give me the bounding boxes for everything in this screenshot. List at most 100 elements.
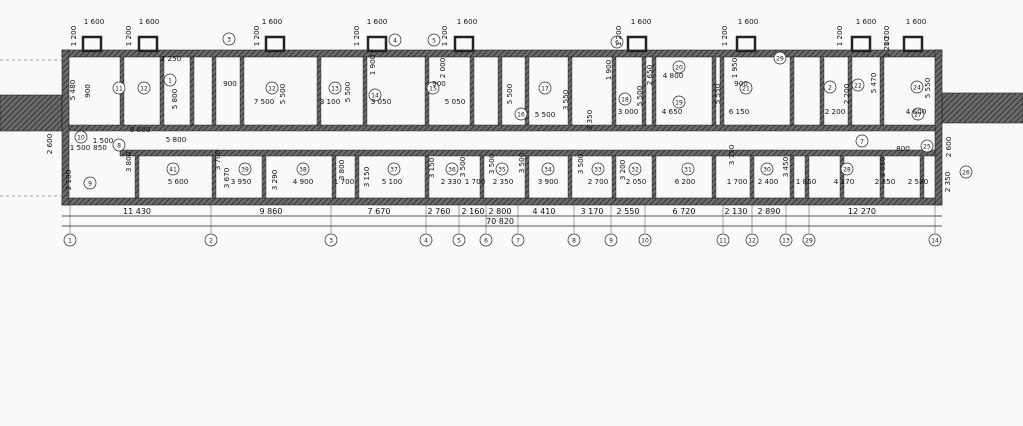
top-dimension: 1 200 bbox=[835, 25, 844, 46]
room-41: 41 bbox=[166, 162, 180, 176]
room-number: 10 bbox=[77, 134, 85, 141]
bottom-dimension: 2 800 bbox=[489, 207, 512, 216]
room-dimension: 3 000 bbox=[618, 107, 639, 116]
room-number: 33 bbox=[594, 166, 602, 173]
lower-partition bbox=[567, 155, 573, 199]
room-number: 9 bbox=[88, 180, 92, 187]
room-21: 21 bbox=[739, 81, 753, 95]
top-dimension: 1 200 bbox=[882, 25, 891, 46]
lower-partition bbox=[611, 155, 617, 199]
room-dimension: 3 450 bbox=[781, 156, 790, 177]
room-dimension: 900 bbox=[223, 79, 237, 88]
upper-partition bbox=[879, 56, 885, 126]
axis-label: 5 bbox=[457, 237, 461, 244]
right-stair-ramp bbox=[941, 92, 1023, 124]
top-dimension: 1 600 bbox=[139, 17, 160, 26]
room-dimension: 2 050 bbox=[626, 177, 647, 186]
room-dimension: 5 050 bbox=[445, 97, 466, 106]
top-dimension: 1 200 bbox=[440, 25, 449, 46]
room-dimension: 7 500 bbox=[254, 97, 275, 106]
room-number: 20 bbox=[675, 64, 683, 71]
bottom-dimension: 2 760 bbox=[428, 207, 451, 216]
room-dimension: 3 700 bbox=[213, 149, 222, 170]
upper-partition bbox=[651, 56, 657, 126]
room-dimension: 3 100 bbox=[320, 97, 341, 106]
axis-label: 6 bbox=[484, 237, 488, 244]
axis-marker: 29 bbox=[802, 205, 816, 247]
room-number: 3 bbox=[227, 36, 231, 43]
lower-partition bbox=[711, 155, 717, 199]
room-dimension: 2 100 bbox=[64, 169, 73, 190]
room-38: 38 bbox=[296, 162, 310, 176]
room-number: 8 bbox=[117, 142, 121, 149]
room-14: 14 bbox=[368, 88, 382, 102]
lower-partition bbox=[424, 155, 430, 199]
room-33: 33 bbox=[591, 162, 605, 176]
top-dimension: 1 600 bbox=[631, 17, 652, 26]
room-number: 15 bbox=[429, 85, 437, 92]
room-27: 27 bbox=[911, 107, 925, 121]
lower-partition bbox=[749, 155, 755, 199]
room-dimension: 5 100 bbox=[382, 177, 403, 186]
room-1: 1 bbox=[163, 73, 177, 87]
light-well bbox=[137, 35, 159, 53]
axis-label: 11 bbox=[719, 237, 727, 244]
room-10: 10 bbox=[74, 130, 88, 144]
top-dimension: 1 200 bbox=[352, 25, 361, 46]
room-24: 24 bbox=[910, 80, 924, 94]
axis-marker: 13 bbox=[779, 205, 793, 247]
room-number: 1 bbox=[168, 77, 172, 84]
room-28: 28 bbox=[840, 162, 854, 176]
room-number: 28 bbox=[843, 166, 851, 173]
lower-partition bbox=[789, 155, 795, 199]
axis-marker: 12 bbox=[745, 205, 759, 247]
room-25: 25 bbox=[920, 139, 934, 153]
room-dimension: 1 900 bbox=[368, 54, 377, 75]
room-12b: 12 bbox=[265, 81, 279, 95]
top-dimension: 1 600 bbox=[84, 17, 105, 26]
room-dimension: 5 800 bbox=[170, 88, 179, 109]
room-number: 7 bbox=[860, 138, 864, 145]
room-dimension: 2 350 bbox=[493, 177, 514, 186]
axis-marker: 3 bbox=[324, 205, 338, 247]
top-dimension: 1 200 bbox=[614, 25, 623, 46]
axis-label: 12 bbox=[748, 237, 756, 244]
axis-label: 8 bbox=[572, 237, 576, 244]
top-dimension: 1 600 bbox=[738, 17, 759, 26]
light-well bbox=[902, 35, 924, 53]
room-number: 41 bbox=[169, 166, 177, 173]
room-number: 13 bbox=[331, 85, 339, 92]
lower-partition bbox=[134, 155, 140, 199]
room-dimension: 1 500 bbox=[93, 136, 114, 145]
bottom-dimension: 9 860 bbox=[260, 207, 283, 216]
room-dimension: 5 550 bbox=[923, 77, 932, 98]
room-dimension: 3 750 bbox=[727, 144, 736, 165]
room-dimension: 5 470 bbox=[869, 72, 878, 93]
room-number: 2 bbox=[828, 84, 832, 91]
room-number: 26 bbox=[962, 169, 970, 176]
room-dimension: 900 bbox=[83, 84, 92, 98]
room-dimension: 1 900 bbox=[604, 59, 613, 80]
upper-partition bbox=[362, 56, 368, 126]
room-dimension: 4 650 bbox=[662, 107, 683, 116]
light-well bbox=[81, 35, 103, 53]
room-dimension: 3 290 bbox=[270, 169, 279, 190]
room-dimension: 1 700 bbox=[465, 177, 486, 186]
light-well bbox=[850, 35, 872, 53]
room-dimension: 3 350 bbox=[585, 109, 594, 130]
upper-partition bbox=[719, 56, 725, 126]
room-dimension: 1 700 bbox=[334, 177, 355, 186]
room-5: 5 bbox=[427, 33, 441, 47]
top-dimension: 1 200 bbox=[252, 25, 261, 46]
room-dimension: 2 200 bbox=[825, 107, 846, 116]
room-18: 18 bbox=[618, 92, 632, 106]
bottom-dimension: 3 170 bbox=[581, 207, 604, 216]
room-29: 29 bbox=[773, 51, 787, 65]
room-30: 30 bbox=[760, 162, 774, 176]
room-number: 5 bbox=[432, 37, 436, 44]
room-number: 36 bbox=[448, 166, 456, 173]
room-dimension: 3 950 bbox=[231, 177, 252, 186]
room-13: 13 bbox=[328, 81, 342, 95]
room-number: 39 bbox=[241, 166, 249, 173]
light-well bbox=[264, 35, 286, 53]
